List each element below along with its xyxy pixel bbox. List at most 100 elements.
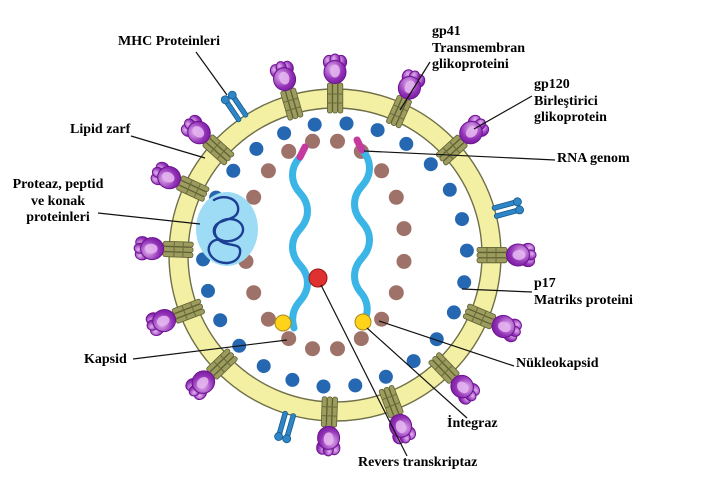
gp41-stalk [162,251,194,258]
mhc-knob [227,90,237,100]
glycoprotein-spike [185,348,238,400]
stalk-stripe [449,141,461,154]
gp41-stalk [327,82,333,114]
gp41-stalk [386,95,403,124]
gp120-highlight [323,432,334,446]
stalk-stripe [434,358,447,371]
stalk-stripe [189,302,197,317]
pointer-line-kapsid [132,339,288,360]
gp41-stalk [213,356,238,380]
gp120-highlight [192,126,205,138]
stalk-stripe [209,141,221,154]
mhc-knob [282,434,292,444]
matrix-protein-dot [213,313,228,328]
enzyme-dots [274,268,372,332]
pointer-line-nukleokapsid [378,320,515,367]
stalk-stripe [440,365,453,377]
capsid-protein-dot [396,221,412,237]
gp120-highlight [156,315,170,327]
pointer-line-p17 [461,288,533,293]
stalk-stripe [479,310,487,326]
capsid-protein-dot [281,331,297,347]
protease-blob [196,192,258,266]
label-gp120-glycoprotein: gp120 Birleştirici glikoprotein [534,77,607,126]
stalk-stripe [181,305,188,320]
label-reverse-transcriptase: Revers transkriptaz [358,455,478,470]
gp41-stalk [202,142,228,166]
glycoprotein-spike [322,53,348,114]
stalk-stripe [173,241,175,257]
gp41-stalk [209,134,235,158]
gp41-stalk [436,352,460,377]
matrix-protein-dot [406,354,421,369]
gp41-stalk [388,385,404,415]
gp120-highlight [144,243,158,254]
stalk-stripe [382,393,397,401]
mhc-protein [220,90,249,123]
matrix-protein-dot [316,379,331,394]
gp120-highlight [457,381,469,394]
protease-tangle [207,196,245,265]
matrix-protein-dot [457,275,472,290]
gp41-stalk [320,396,328,428]
glycoprotein-spike [145,298,205,337]
gp41-stalk [326,396,333,428]
matrix-protein-dot [378,369,393,384]
glycoprotein-spike [435,114,490,166]
mhc-protein [274,410,296,444]
matrix-protein-dot [226,163,241,178]
mhc-knob [274,432,283,441]
capsid-protein-dot [260,163,276,179]
gp41-stalk [162,240,194,248]
label-mhc-proteins: MHC Proteinleri [118,34,220,49]
matrix-protein-dot [249,141,264,156]
pointer-lines [97,51,556,457]
gp41-stalk [476,247,508,253]
stalk-stripe [193,183,201,198]
capsid-protein-dot [330,341,345,357]
glycoprotein-spike [150,161,210,202]
mhc-knob [515,205,525,215]
gp41-stalk [378,388,394,419]
capsid-layer [238,133,412,357]
envelope-spikes [133,53,537,457]
capsid-protein-dot [353,331,369,347]
gp41-stalk [176,185,205,202]
rna-tip [296,143,309,161]
gp41-stalk [162,246,194,253]
stalk-stripe [389,112,405,120]
matrix-protein-dot [370,123,385,138]
stalk-stripe [283,97,299,103]
gp41-stalk [476,252,508,258]
gp41-stalk [280,90,294,121]
label-nucleocapsid: Nükleokapsid [516,356,599,371]
capsid-protein-dot [246,285,262,301]
glycoprotein-spike [462,303,522,343]
reverse-transcriptase-dot [308,268,328,288]
matrix-protein-dot [277,126,292,141]
gp120-highlight [279,71,290,85]
label-capsid: Kapsid [84,352,127,367]
label-gp41-transmembrane: gp41 Transmembran glikoproteini [432,24,526,73]
stalk-stripe [213,360,225,373]
gp120-highlight [196,377,209,389]
gp41-stalk [180,175,210,193]
gp120-highlight [498,321,511,333]
capsid-protein-dot [305,341,320,357]
gp41-stalk [175,308,205,324]
glycoprotein-spike [476,242,537,268]
matrix-protein-dot [339,116,354,131]
label-lipid-envelope: Lipid zarf [70,122,131,137]
stalk-stripe [321,406,338,408]
label-integrase: İntegraz [447,416,498,431]
glycoprotein-spike [316,396,341,457]
stalk-stripe [471,307,479,322]
matrix-protein-dot [285,372,300,387]
rna-strands [289,136,373,332]
capsid-protein-dot [305,133,320,149]
stalk-stripe [321,415,337,417]
mhc-protein [491,197,525,219]
capsid-protein-dot [246,189,262,205]
